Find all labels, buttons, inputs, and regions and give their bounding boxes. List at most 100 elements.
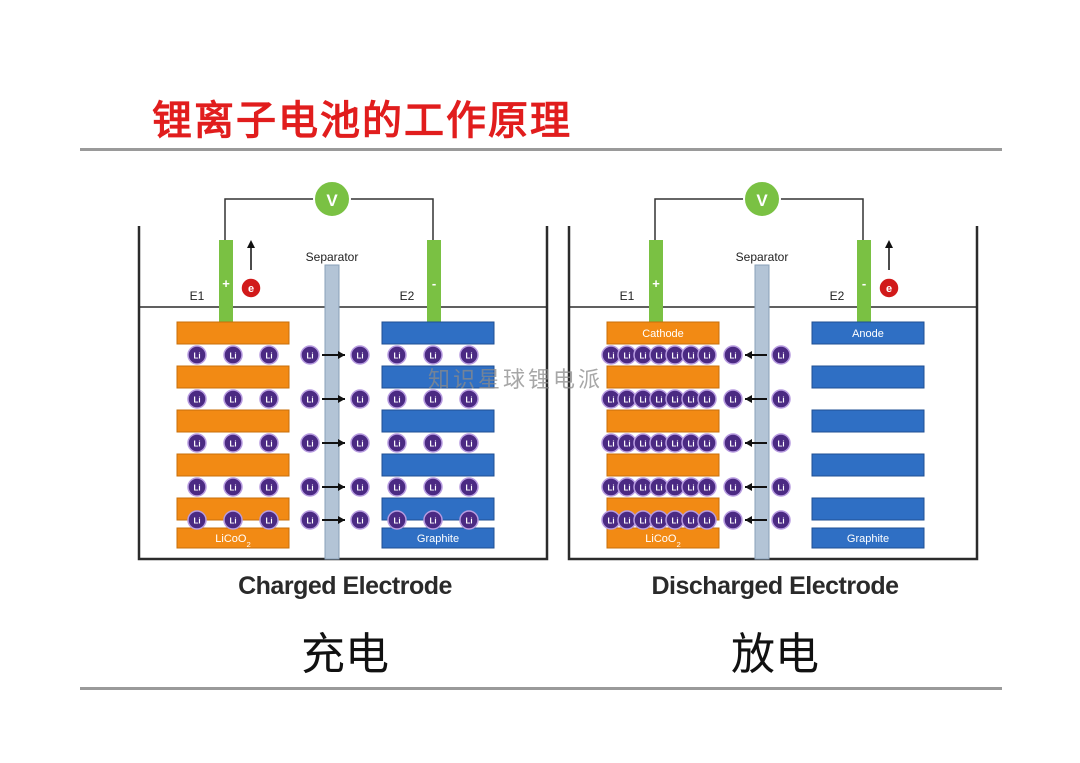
li-ion: Li	[771, 510, 791, 530]
li-ion-label: Li	[639, 396, 646, 405]
li-ion-label: Li	[607, 352, 614, 361]
li-ion-circle	[387, 389, 407, 409]
li-ion-label: Li	[703, 352, 710, 361]
cathode-material-label: LiCoO2	[645, 533, 680, 549]
li-ion-label: Li	[777, 396, 784, 405]
separator-membrane	[324, 264, 340, 560]
li-ion-label: Li	[703, 396, 710, 405]
li-ion-circle	[697, 433, 717, 453]
li-ion-circle	[723, 477, 743, 497]
li-ion: Li	[723, 433, 743, 453]
li-ion: Li	[300, 389, 320, 409]
li-ion-circle	[187, 433, 207, 453]
separator-label: Separator	[736, 250, 789, 264]
li-ion-label: Li	[306, 484, 313, 493]
li-ion-circle	[697, 510, 717, 530]
li-ion-circle	[223, 433, 243, 453]
anode-plate	[811, 365, 925, 389]
li-ion-label: Li	[306, 352, 313, 361]
li-ion-circle	[771, 477, 791, 497]
electron-flow-arrowhead	[885, 240, 893, 248]
li-ion-label: Li	[729, 517, 736, 526]
li-ion-label: Li	[193, 396, 200, 405]
voltmeter-label: V	[326, 191, 338, 210]
li-ion-label: Li	[671, 440, 678, 449]
li-ion: Li	[459, 389, 479, 409]
li-ion-label: Li	[703, 517, 710, 526]
separator-membrane	[754, 264, 770, 560]
anode-material-label: Graphite	[417, 533, 459, 545]
li-ion-label: Li	[623, 484, 630, 493]
li-ion: Li	[300, 477, 320, 497]
li-ion: Li	[350, 510, 370, 530]
li-ion-circle	[259, 389, 279, 409]
cathode-plate	[176, 321, 290, 345]
terminal-positive-sign: +	[222, 276, 230, 291]
li-ion-label: Li	[356, 484, 363, 493]
li-ion-circle	[187, 389, 207, 409]
li-ion-label: Li	[265, 440, 272, 449]
li-ion: Li	[187, 510, 207, 530]
li-ion-label: Li	[193, 517, 200, 526]
beaker-outline	[137, 226, 549, 561]
li-ion-label: Li	[229, 440, 236, 449]
li-ion-label: Li	[393, 484, 400, 493]
li-ion-label: Li	[265, 352, 272, 361]
li-ion-circle	[459, 345, 479, 365]
watermark: 知识星球锂电派	[428, 368, 604, 393]
anode-plate	[381, 365, 495, 389]
anode-plate	[811, 497, 925, 521]
li-ion-label: Li	[777, 517, 784, 526]
li-ion: Li	[259, 510, 279, 530]
li-ion-label: Li	[306, 396, 313, 405]
anode-terminal	[427, 240, 441, 322]
terminal-negative-sign: -	[432, 276, 436, 291]
cathode-plate	[606, 321, 720, 345]
electron-label: e	[886, 283, 892, 295]
voltmeter-icon	[313, 180, 351, 218]
li-ion-label: Li	[393, 517, 400, 526]
li-ion-label: Li	[687, 396, 694, 405]
li-ion-circle	[259, 433, 279, 453]
li-ion: Li	[350, 433, 370, 453]
li-ion-circle	[423, 389, 443, 409]
li-ion: Li	[723, 345, 743, 365]
li-ion-circle	[387, 345, 407, 365]
li-ion-label: Li	[306, 440, 313, 449]
li-ion: Li	[681, 345, 701, 365]
li-ion: Li	[697, 389, 717, 409]
li-ion-circle	[423, 510, 443, 530]
li-ion-circle	[771, 510, 791, 530]
cathode-plate	[606, 365, 720, 389]
li-ion-label: Li	[356, 396, 363, 405]
voltmeter-label: V	[756, 191, 768, 210]
li-ion-label: Li	[703, 440, 710, 449]
cathode-terminal	[649, 240, 663, 322]
li-ion: Li	[350, 477, 370, 497]
li-ion-label: Li	[623, 517, 630, 526]
separator-label: Separator	[306, 250, 359, 264]
li-ion: Li	[681, 510, 701, 530]
li-ion-circle	[300, 510, 320, 530]
cathode-label: Cathode	[642, 328, 684, 340]
li-ion-label: Li	[265, 484, 272, 493]
li-ion: Li	[387, 433, 407, 453]
li-ion-label: Li	[306, 517, 313, 526]
li-ion-label: Li	[356, 517, 363, 526]
li-ion: Li	[259, 345, 279, 365]
voltmeter-icon	[743, 180, 781, 218]
li-ion: Li	[697, 477, 717, 497]
li-ion-circle	[187, 510, 207, 530]
li-ion-circle	[350, 433, 370, 453]
anode-material-label: Graphite	[847, 533, 889, 545]
li-ion-label: Li	[623, 352, 630, 361]
li-ion-label: Li	[623, 440, 630, 449]
ion-flow-arrowhead	[338, 351, 345, 359]
terminal-negative-sign: -	[862, 276, 866, 291]
li-ion-label: Li	[465, 517, 472, 526]
li-ion-circle	[223, 345, 243, 365]
li-ion-label: Li	[193, 484, 200, 493]
li-ion: Li	[617, 510, 637, 530]
li-ion-label: Li	[429, 396, 436, 405]
